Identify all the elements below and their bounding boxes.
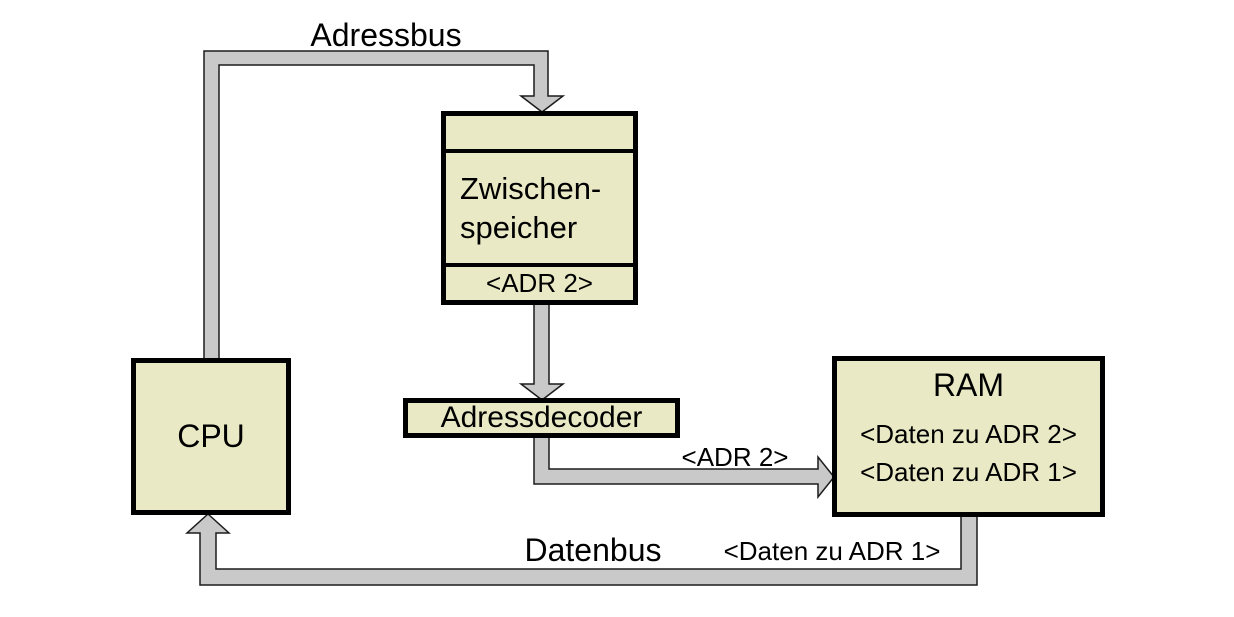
address-decoder-label: Adressdecoder [440, 401, 643, 434]
buffer-divider-bottom [446, 263, 633, 267]
buffer-label-section: Zwischen- speicher [446, 153, 633, 263]
address-bus-arrow [203, 50, 566, 363]
buffer-address-value: <ADR 2> [486, 268, 593, 298]
buffer-input-section [446, 116, 633, 149]
data-bus-label: Datenbus [524, 532, 662, 568]
buffer-divider-top [446, 149, 633, 153]
ram-box: RAM <Daten zu ADR 2> <Daten zu ADR 1> [832, 356, 1105, 517]
address-decoder-box: Adressdecoder [403, 398, 680, 438]
ram-contents: <Daten zu ADR 2> <Daten zu ADR 1> [860, 415, 1077, 491]
ram-label: RAM [932, 367, 1005, 403]
buffer-label-line1: Zwischen- [460, 171, 602, 206]
decoder-to-ram-arrow [533, 435, 835, 500]
buffer-to-decoder-arrow [518, 302, 566, 401]
daten-zu-adr1-signal-label: <Daten zu ADR 1> [723, 536, 941, 566]
buffer-box: Zwischen- speicher <ADR 2> [441, 111, 638, 305]
cpu-box: CPU [131, 358, 291, 515]
buffer-address-section: <ADR 2> [446, 267, 633, 300]
ram-entry-adr2: <Daten zu ADR 2> [860, 419, 1077, 449]
buffer-label-line2: speicher [460, 210, 578, 245]
cpu-label: CPU [177, 418, 245, 454]
ram-entry-adr1: <Daten zu ADR 1> [860, 457, 1077, 487]
address-bus-label: Adressbus [310, 17, 462, 53]
adr2-signal-label: <ADR 2> [681, 442, 789, 472]
